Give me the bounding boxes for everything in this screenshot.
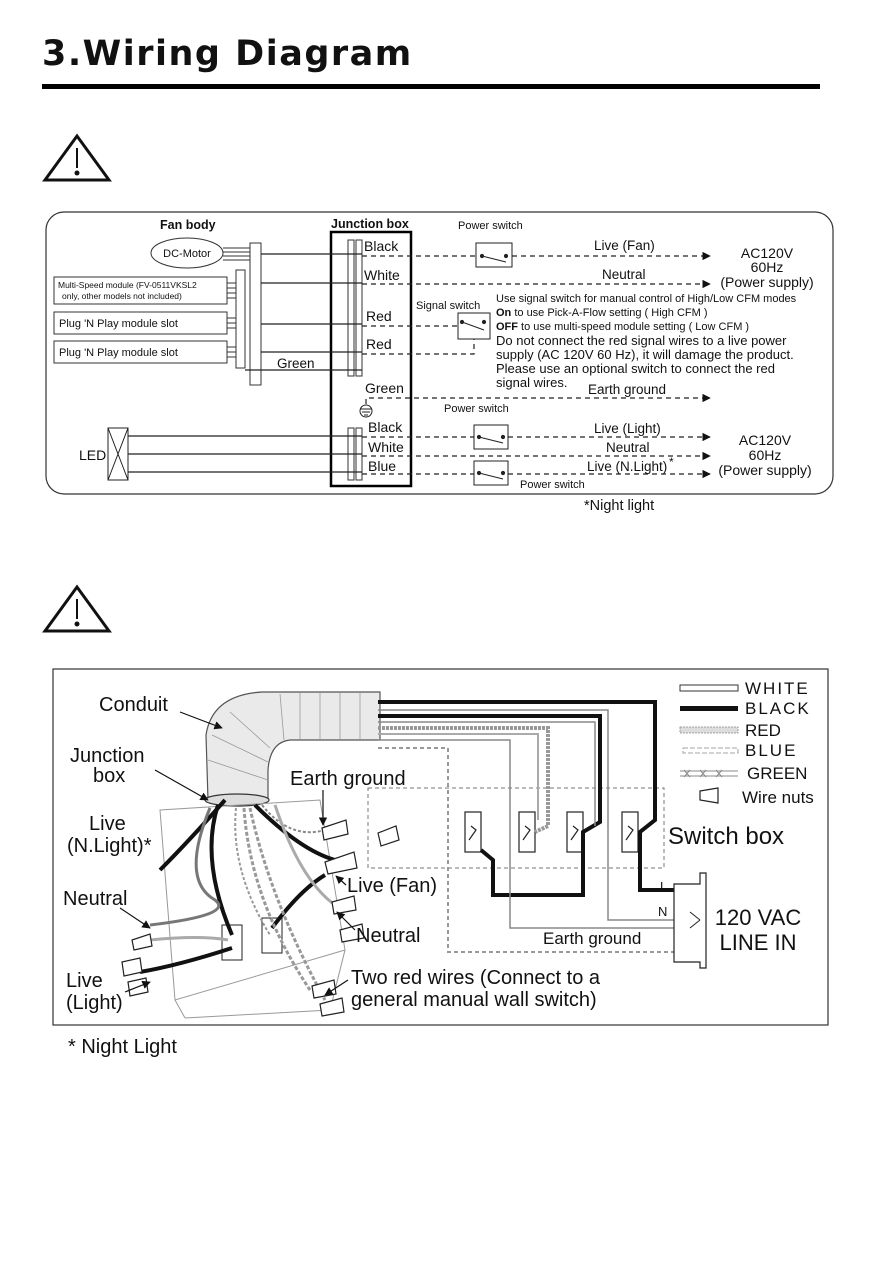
line-in-connector xyxy=(673,872,707,969)
live-light-label: Live (Light) xyxy=(594,421,661,436)
earth-ground-illus-label: Earth ground xyxy=(290,768,406,790)
legend-black: BLACK xyxy=(745,699,811,718)
green-left-label: Green xyxy=(277,356,315,371)
power-switch-icon xyxy=(475,242,513,268)
title-rule xyxy=(42,84,820,89)
live-light-illus-label: Live xyxy=(66,970,103,992)
switch-box-label: Switch box xyxy=(668,823,784,850)
footnote: * Night Light xyxy=(68,1036,177,1058)
power-switch-label: Power switch xyxy=(458,220,523,232)
wire-white-label: White xyxy=(364,267,400,283)
multi-speed-module xyxy=(53,276,228,305)
signal-switch-icon xyxy=(457,312,491,340)
signal-note-on: On to use Pick-A-Flow setting ( High CFM… xyxy=(496,307,708,319)
led-label: LED xyxy=(79,447,106,463)
dc-motor xyxy=(150,237,224,269)
fan-body-label: Fan body xyxy=(160,218,216,232)
warning-note-4: signal wires. xyxy=(496,375,568,390)
multi-speed-label-2: only, other models not included) xyxy=(62,291,182,301)
wire-blue-label: Blue xyxy=(368,458,396,474)
multi-speed-label: Multi-Speed module (FV-0511VKSL2 xyxy=(58,280,197,290)
warning-note: Do not connect the red signal wires to a… xyxy=(496,333,787,348)
wire-black-label: Black xyxy=(364,238,399,254)
legend-wire-nuts: Wire nuts xyxy=(742,788,814,807)
wire-red-label: Red xyxy=(366,308,392,324)
neutral-illus-label: Neutral xyxy=(63,888,127,910)
two-red-label-2: general manual wall switch) xyxy=(351,989,597,1011)
junction-box-label: Junction box xyxy=(331,217,409,231)
warning-icon xyxy=(42,133,112,182)
line-in-label: 120 VAC xyxy=(715,905,802,930)
signal-note-off: OFF to use multi-speed module setting ( … xyxy=(496,321,749,333)
line-L-label: L xyxy=(660,879,667,894)
conduit xyxy=(204,691,381,807)
wire-green-label: Green xyxy=(365,380,404,396)
legend-blue: BLUE xyxy=(745,741,797,760)
dc-motor-label: DC-Motor xyxy=(163,248,211,260)
junction-box-frame xyxy=(159,799,346,1019)
schematic-panel xyxy=(45,211,834,495)
hz-label: 60Hz xyxy=(751,259,784,275)
legend xyxy=(679,684,739,804)
earth-ground-label: Earth ground xyxy=(588,382,666,397)
neutral-label: Neutral xyxy=(602,267,646,282)
live-fan-label: Live (Fan) xyxy=(594,238,655,253)
live-light-illus-label-2: (Light) xyxy=(66,992,123,1014)
legend-white: WHITE xyxy=(745,679,810,698)
wire-white-label-2: White xyxy=(368,439,404,455)
power-switch-icon xyxy=(473,424,509,450)
nlight-star: * xyxy=(669,455,674,469)
earth-ground-icon xyxy=(359,404,373,418)
night-light-note: *Night light xyxy=(584,498,654,514)
illustration-panel xyxy=(52,668,829,1026)
live-nlight-illus-label: Live xyxy=(89,813,126,835)
warning-note-2: supply (AC 120V 60 Hz), it will damage t… xyxy=(496,347,794,362)
plug-slot-2-label: Plug 'N Play module slot xyxy=(59,347,178,359)
junction-box xyxy=(329,230,413,488)
legend-red: RED xyxy=(745,721,781,740)
neutral-illus-label-2: Neutral xyxy=(356,925,420,947)
live-fan-illus-label: Live (Fan) xyxy=(347,875,437,897)
ac-label-2: AC120V xyxy=(739,432,792,448)
junction-box-label-3: box xyxy=(93,765,125,787)
legend-green: GREEN xyxy=(747,764,807,783)
earth-ground-illus-label-2: Earth ground xyxy=(543,929,641,948)
wire-black-label-2: Black xyxy=(368,419,403,435)
power-supply-label-2: (Power supply) xyxy=(718,462,811,478)
power-switch-label-3: Power switch xyxy=(520,479,585,491)
warning-icon xyxy=(42,584,112,633)
two-red-label: Two red wires (Connect to a xyxy=(351,967,601,989)
switch-box xyxy=(367,787,665,869)
neutral-label-2: Neutral xyxy=(606,440,650,455)
page-title: 3.Wiring Diagram xyxy=(42,34,413,74)
warning-note-3: Please use an optional switch to connect… xyxy=(496,361,775,376)
power-switch-icon xyxy=(473,460,509,486)
plug-slot-1-label: Plug 'N Play module slot xyxy=(59,318,178,330)
line-in-label-2: LINE IN xyxy=(719,930,796,955)
wire-nut-icon xyxy=(699,787,719,804)
junction-box-label-2: Junction xyxy=(70,745,145,767)
hz-label-2: 60Hz xyxy=(749,447,782,463)
signal-switch-label: Signal switch xyxy=(416,300,480,312)
wire-red-label-2: Red xyxy=(366,336,392,352)
power-supply-label: (Power supply) xyxy=(720,274,813,290)
live-nlight-label: Live (N.Light) xyxy=(587,459,667,474)
conduit-label: Conduit xyxy=(99,694,168,716)
live-nlight-illus-label-2: (N.Light)* xyxy=(67,835,152,857)
signal-note: Use signal switch for manual control of … xyxy=(496,293,797,305)
ac-label: AC120V xyxy=(741,245,794,261)
power-switch-label-2: Power switch xyxy=(444,403,509,415)
line-N-label: N xyxy=(658,904,667,919)
